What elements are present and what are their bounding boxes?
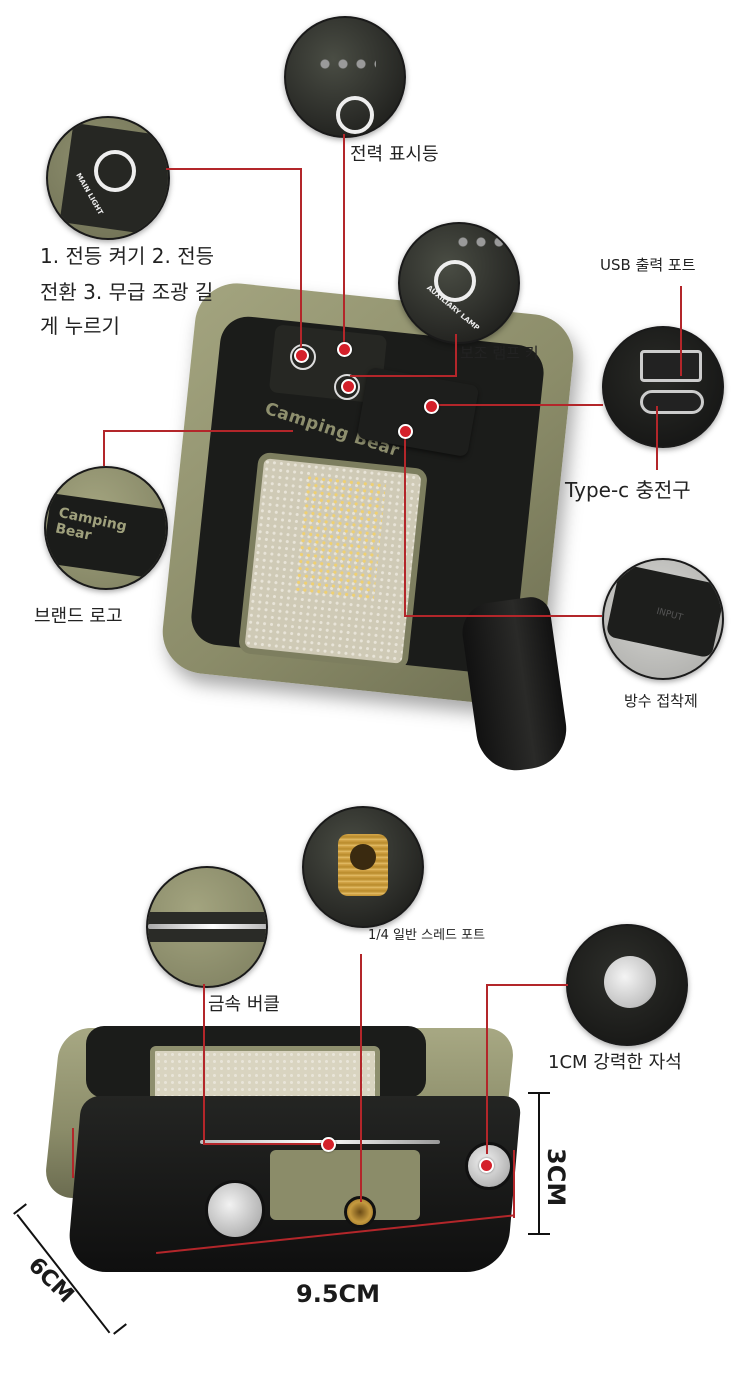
brand-line-v xyxy=(103,430,105,466)
seal-line-h xyxy=(404,615,602,617)
power-indicator-label: 전력 표시등 xyxy=(350,144,439,165)
main-light-line-h xyxy=(166,168,301,170)
indicator-leds xyxy=(316,58,376,70)
height-dim-cap-bottom xyxy=(528,1233,550,1235)
aux-lamp-label: 보조 램프 키 xyxy=(460,344,539,362)
zoom-power-indicator xyxy=(284,16,406,138)
height-dim-line xyxy=(538,1092,540,1234)
zoom-aux-lamp: AUXILIARY LAMP xyxy=(398,222,520,344)
zoom-magnet-disc xyxy=(604,956,656,1008)
aux-lamp-dot xyxy=(341,379,356,394)
type-c-port xyxy=(640,390,704,414)
usb-port xyxy=(640,350,702,382)
led-panel-warm xyxy=(293,474,387,602)
aux-lamp-line-v xyxy=(455,334,457,376)
main-light-desc-3: 게 누르기 xyxy=(40,314,120,338)
usb-output-label: USB 출력 포트 xyxy=(600,256,696,274)
zoom-metal-buckle xyxy=(146,866,268,988)
zoom-main-light: MAIN LIGHT xyxy=(46,116,170,240)
main-light-desc-2: 전환 3. 무급 조광 길 xyxy=(40,280,214,304)
height-dim-label: 3CM xyxy=(542,1148,570,1207)
usb-line-h xyxy=(433,404,603,406)
height-dim-cap-top xyxy=(528,1092,550,1094)
zoom-waterproof-seal: INPUT xyxy=(602,558,724,680)
zoom-thread-hole xyxy=(350,844,376,870)
main-light-desc-1: 1. 전등 켜기 2. 전등 xyxy=(40,244,214,268)
depth-dim-cap-top xyxy=(13,1203,27,1215)
left-magnet xyxy=(205,1180,265,1240)
metal-buckle-label: 금속 버클 xyxy=(208,994,280,1015)
magnet-label: 1CM 강력한 자석 xyxy=(548,1052,682,1073)
thread-port-label: 1/4 일반 스레드 포트 xyxy=(368,928,486,943)
magnet-line-v xyxy=(486,984,488,1154)
seal-dot xyxy=(398,424,413,439)
zoom-magnet xyxy=(566,924,688,1046)
thread-line-v xyxy=(360,954,362,1202)
zoom-thread-port xyxy=(302,806,424,928)
width-dim-label: 9.5CM xyxy=(296,1280,381,1308)
type-c-line-v xyxy=(656,406,658,470)
aux-power-icon xyxy=(336,96,374,134)
magnet-dot xyxy=(479,1158,494,1173)
main-light-line-v xyxy=(300,168,302,354)
waterproof-label: 방수 접착제 xyxy=(624,692,698,710)
zoom-buckle-wire xyxy=(148,924,266,929)
main-light-dot xyxy=(294,348,309,363)
width-dim-line-right xyxy=(513,1150,515,1218)
magnet-line-h xyxy=(486,984,568,986)
zoom-brand-logo: Camping Bear xyxy=(44,466,168,590)
metal-buckle-wire xyxy=(200,1140,440,1144)
right-magnet xyxy=(465,1142,513,1190)
width-dim-line-left xyxy=(72,1128,74,1178)
usb-dot xyxy=(424,399,439,414)
brand-line-h xyxy=(103,430,293,432)
brand-logo-label: 브랜드 로고 xyxy=(34,606,123,627)
zoom-aux-lamp-icon xyxy=(434,260,476,302)
power-indicator-line xyxy=(343,134,345,346)
aux-lamp-button[interactable] xyxy=(334,374,360,400)
seal-line-v xyxy=(404,430,406,616)
buckle-line-v xyxy=(203,984,205,1144)
lantern-stand xyxy=(458,594,572,776)
main-light-button[interactable] xyxy=(290,344,316,370)
buckle-dot xyxy=(321,1137,336,1152)
aux-lamp-line-h xyxy=(350,375,457,377)
power-icon xyxy=(94,150,136,192)
power-indicator-dot xyxy=(337,342,352,357)
depth-dim-cap-bottom xyxy=(113,1323,127,1335)
zoom-ports xyxy=(602,326,724,448)
type-c-label: Type-c 충전구 xyxy=(565,478,691,502)
buckle-line-h xyxy=(203,1143,329,1145)
usb-line-v xyxy=(680,286,682,376)
zoom-aux-lamp-leds xyxy=(454,236,510,248)
